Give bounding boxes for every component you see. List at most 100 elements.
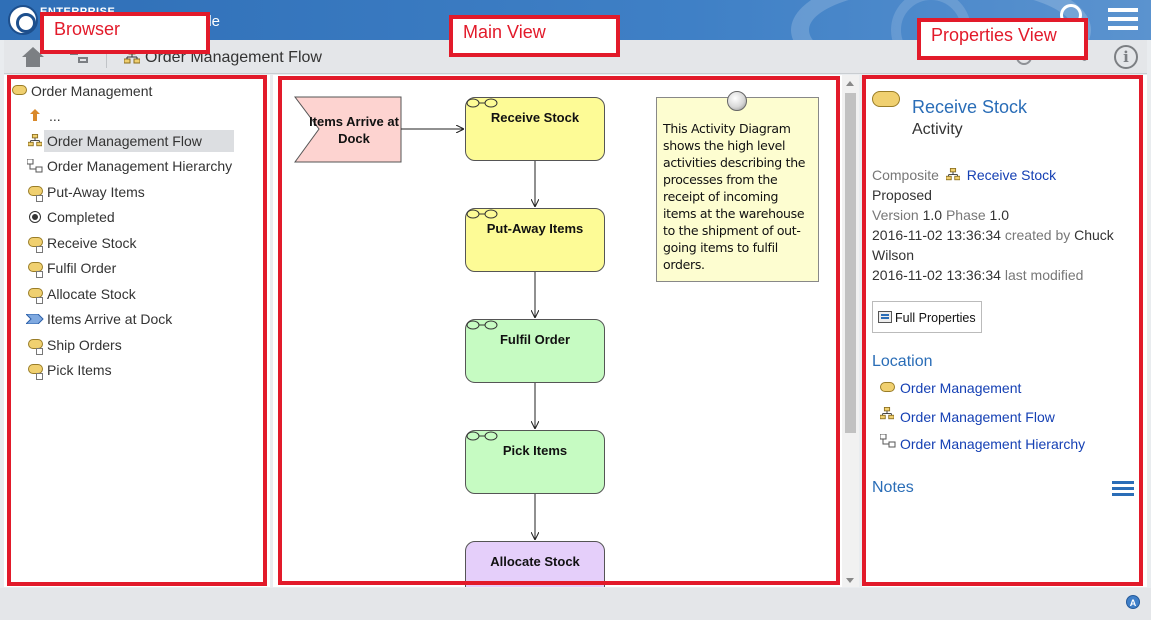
main-view-region-highlight bbox=[278, 76, 840, 585]
notes-heading: Notes bbox=[872, 479, 914, 496]
location-label: Order Management bbox=[900, 380, 1022, 396]
properties-region-highlight bbox=[862, 75, 1143, 586]
browser-item-parent[interactable]: ... bbox=[26, 105, 64, 127]
composite-link-icon bbox=[466, 320, 498, 330]
element-name: Receive Stock bbox=[912, 97, 1028, 117]
composite-activity-icon bbox=[28, 364, 43, 380]
node-label: Put-Away Items bbox=[486, 221, 584, 236]
full-properties-button[interactable]: Full Properties bbox=[872, 301, 982, 333]
browser-item-label: Pick Items bbox=[47, 362, 112, 378]
note-pin-icon bbox=[727, 91, 747, 111]
location-label: Order Management Flow bbox=[900, 409, 1055, 425]
browser-item-fulfil-order[interactable]: Fulfil Order bbox=[26, 257, 119, 279]
browser-item-label: Fulfil Order bbox=[47, 260, 117, 276]
node-label: Fulfil Order bbox=[499, 332, 571, 347]
browser-item-label: Allocate Stock bbox=[47, 286, 136, 302]
composite-label: Composite bbox=[872, 167, 939, 183]
status-bar: A bbox=[0, 588, 1151, 620]
modified-date: 2016-11-02 13:36:34 bbox=[872, 267, 1001, 283]
node-put-away-items[interactable]: Put-Away Items bbox=[465, 208, 605, 272]
hierarchy-diagram-icon bbox=[27, 159, 43, 173]
hierarchy-diagram-icon bbox=[880, 434, 896, 448]
version-value: 1.0 bbox=[922, 207, 943, 223]
composite-activity-icon bbox=[28, 288, 43, 304]
diagram-connectors bbox=[294, 96, 859, 540]
modified-label: last modified bbox=[1004, 267, 1084, 283]
created-row: 2016-11-02 13:36:34 created by Chuck Wil… bbox=[872, 225, 1137, 265]
created-date: 2016-11-02 13:36:34 bbox=[872, 227, 1001, 243]
browser-callout-label: Browser bbox=[40, 12, 210, 54]
diagram-note[interactable]: This Activity Diagram shows the high lev… bbox=[656, 97, 819, 282]
diagram-scrollbar[interactable] bbox=[842, 75, 859, 587]
browser-item-label: ... bbox=[49, 108, 61, 124]
browser-item-label: Put-Away Items bbox=[47, 184, 145, 200]
modified-row: 2016-11-02 13:36:34 last modified bbox=[872, 267, 1083, 283]
version-row: Version 1.0 Phase 1.0 bbox=[872, 207, 1009, 223]
properties-view-callout-label: Properties View bbox=[917, 18, 1088, 60]
activity-icon bbox=[12, 85, 27, 95]
node-label: Receive Stock bbox=[490, 110, 580, 125]
browser-item-receive-stock[interactable]: Receive Stock bbox=[26, 232, 139, 254]
browser-item-ship-orders[interactable]: Ship Orders bbox=[26, 334, 125, 356]
author-name: Chuck Wilson bbox=[872, 227, 1114, 263]
composite-link-icon bbox=[466, 209, 498, 219]
browser-item-pick-items[interactable]: Pick Items bbox=[26, 359, 115, 381]
properties-icon bbox=[878, 311, 892, 323]
browser-item-label: Completed bbox=[47, 209, 115, 225]
composite-link-icon bbox=[466, 98, 498, 108]
node-pick-items[interactable]: Pick Items bbox=[465, 430, 605, 494]
event-label: Items Arrive at Dock bbox=[309, 114, 399, 146]
composite-row: Composite Receive Stock bbox=[872, 167, 1056, 183]
location-label: Order Management Hierarchy bbox=[900, 436, 1086, 452]
hamburger-menu-icon[interactable] bbox=[1108, 8, 1138, 30]
home-icon[interactable] bbox=[22, 47, 44, 67]
toolbar-separator bbox=[106, 46, 107, 68]
composite-activity-icon bbox=[28, 339, 43, 355]
node-label: Pick Items bbox=[502, 443, 568, 458]
node-fulfil-order[interactable]: Fulfil Order bbox=[465, 319, 605, 383]
notes-menu-icon[interactable] bbox=[1112, 481, 1134, 497]
version-label: Version bbox=[872, 207, 919, 223]
activity-icon bbox=[872, 91, 900, 107]
browser-item-label: Order Management Hierarchy bbox=[47, 158, 233, 174]
browser-item-order-management[interactable]: Order Management bbox=[10, 80, 155, 102]
location-heading: Location bbox=[872, 353, 933, 370]
activity-icon bbox=[880, 382, 895, 392]
phase-label: Phase bbox=[945, 207, 986, 223]
node-label: Allocate Stock bbox=[490, 554, 580, 569]
status-indicator-icon[interactable]: A bbox=[1126, 595, 1140, 609]
main-diagram-view[interactable]: Items Arrive at Dock Receive Stock Put-A… bbox=[273, 75, 859, 587]
composite-activity-icon bbox=[28, 186, 43, 202]
browser-panel: Order Management ... Order Management Fl… bbox=[4, 75, 270, 587]
up-arrow-icon bbox=[30, 109, 40, 121]
browser-item-order-management-hierarchy[interactable]: Order Management Hierarchy bbox=[26, 155, 235, 177]
activity-diagram-icon bbox=[28, 134, 42, 147]
browser-region-highlight bbox=[7, 75, 267, 586]
event-shape[interactable] bbox=[294, 96, 402, 163]
node-allocate-stock[interactable]: Allocate Stock bbox=[465, 541, 605, 587]
browser-item-completed[interactable]: Completed bbox=[26, 206, 118, 228]
scroll-up-icon[interactable] bbox=[846, 81, 854, 86]
scroll-down-icon[interactable] bbox=[846, 578, 854, 583]
status-value: Proposed bbox=[872, 187, 932, 203]
browser-item-allocate-stock[interactable]: Allocate Stock bbox=[26, 283, 139, 305]
node-receive-stock[interactable]: Receive Stock bbox=[465, 97, 605, 161]
browser-item-order-management-flow[interactable]: Order Management Flow bbox=[26, 130, 234, 152]
final-node-icon bbox=[29, 211, 41, 223]
composite-link[interactable]: Receive Stock bbox=[966, 167, 1057, 183]
browser-item-items-arrive-at-dock[interactable]: Items Arrive at Dock bbox=[26, 308, 175, 330]
browser-item-label: Order Management bbox=[31, 83, 153, 99]
browser-item-label: Ship Orders bbox=[47, 337, 122, 353]
info-icon[interactable]: i bbox=[1114, 45, 1138, 69]
composite-link-icon bbox=[466, 431, 498, 441]
full-properties-label: Full Properties bbox=[895, 311, 976, 325]
browser-item-label: Order Management Flow bbox=[44, 130, 234, 152]
scroll-thumb[interactable] bbox=[845, 93, 856, 433]
main-view-callout-label: Main View bbox=[449, 15, 620, 57]
browser-item-label: Items Arrive at Dock bbox=[47, 311, 173, 327]
activity-diagram-icon bbox=[880, 407, 894, 420]
composite-activity-icon bbox=[28, 262, 43, 278]
activity-diagram-icon bbox=[945, 168, 960, 181]
browser-item-put-away-items[interactable]: Put-Away Items bbox=[26, 181, 148, 203]
